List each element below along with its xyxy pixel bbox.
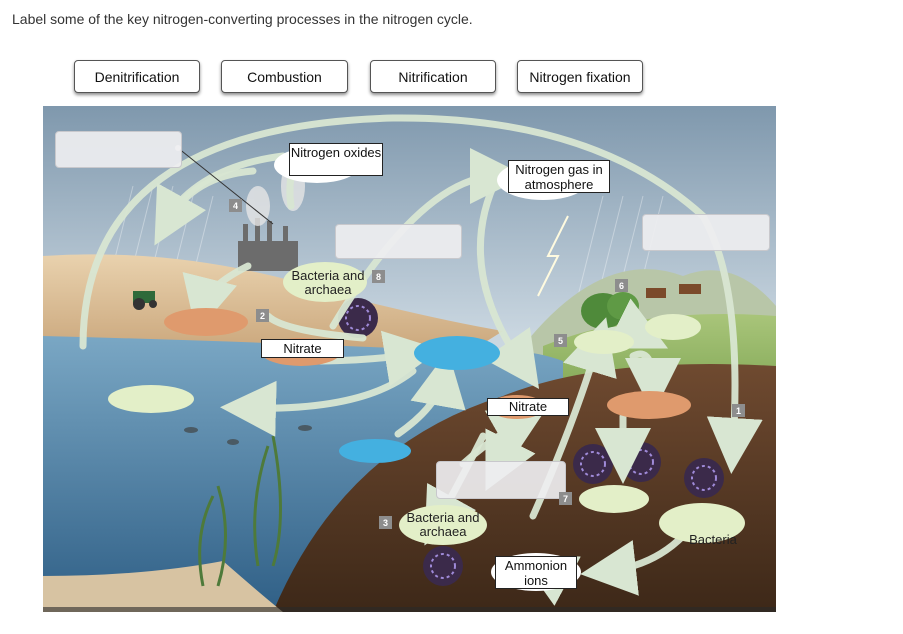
step-number-3: 3 (379, 516, 392, 529)
step-number-4: 4 (229, 199, 242, 212)
drop-target-4[interactable] (436, 461, 566, 499)
label-ammonion-ions: Ammonion ions (495, 556, 577, 589)
choice-nitrogen-fixation[interactable]: Nitrogen fixation (517, 60, 643, 93)
drop-target-2[interactable] (335, 224, 462, 259)
question-prompt: Label some of the key nitrogen-convertin… (12, 11, 473, 27)
drop-target-1[interactable] (55, 131, 182, 168)
step-number-6: 6 (615, 279, 628, 292)
label-bacteria-archaea-bottom: Bacteria and archaea (406, 510, 480, 539)
nitrogen-cycle-diagram: Nitrogen oxides Nitrogen gas in atmosphe… (43, 106, 776, 612)
label-bacteria: Bacteria (689, 532, 737, 547)
label-nitrogen-gas-atmosphere: Nitrogen gas in atmosphere (508, 160, 610, 193)
diagram-illustration (43, 106, 776, 612)
step-number-5: 5 (554, 334, 567, 347)
choice-denitrification[interactable]: Denitrification (74, 60, 200, 93)
label-nitrate-right: Nitrate (487, 398, 569, 416)
label-nitrogen-oxides: Nitrogen oxides (289, 143, 383, 176)
step-number-1: 1 (732, 404, 745, 417)
label-bacteria-archaea-top: Bacteria and archaea (291, 268, 365, 297)
label-nitrate-left: Nitrate (261, 339, 344, 358)
step-number-7: 7 (559, 492, 572, 505)
choice-nitrification[interactable]: Nitrification (370, 60, 496, 93)
choice-combustion[interactable]: Combustion (221, 60, 348, 93)
step-number-8: 8 (372, 270, 385, 283)
step-number-2: 2 (256, 309, 269, 322)
drop-target-3[interactable] (642, 214, 770, 251)
